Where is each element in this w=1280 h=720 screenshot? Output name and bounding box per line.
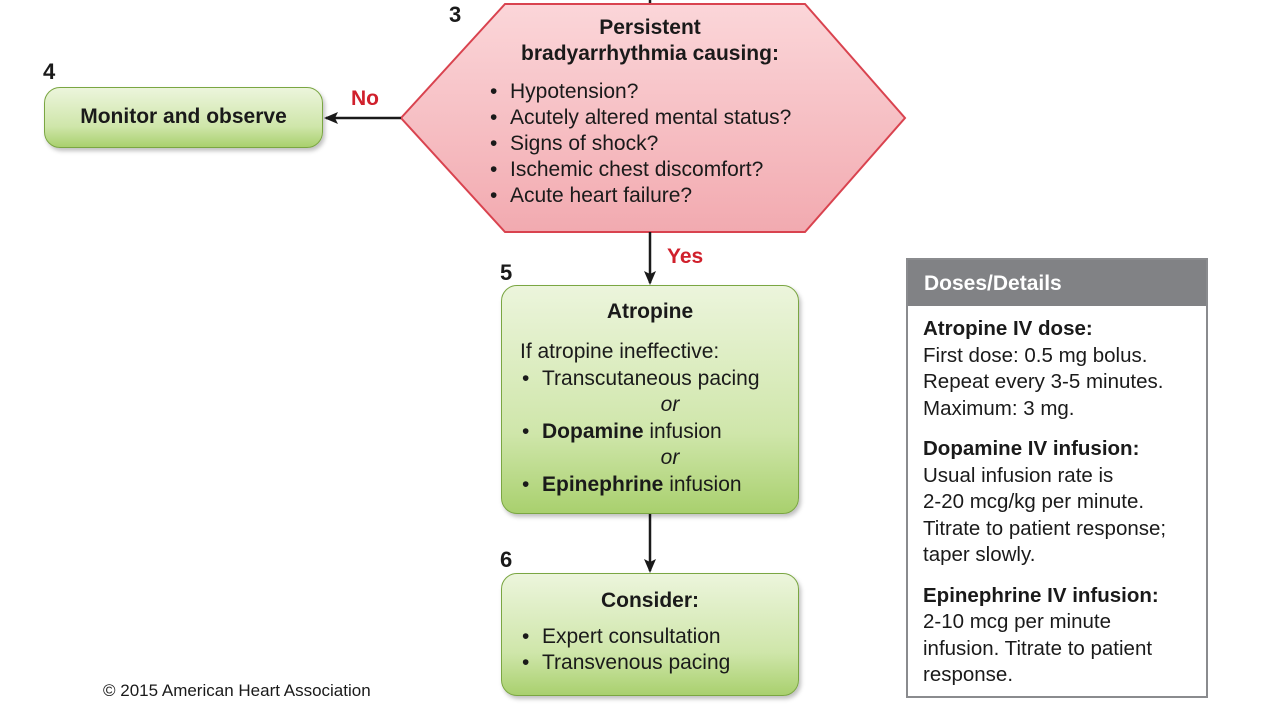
dose-line: Repeat every 3-5 minutes.: [923, 370, 1164, 393]
atropine-intro: If atropine ineffective:: [520, 340, 720, 363]
epinephrine-bold: Epinephrine: [542, 472, 664, 496]
decision-title: Persistent bradyarrhythmia causing:: [480, 15, 820, 67]
dose-line: response.: [923, 663, 1014, 686]
alternative-epinephrine: Epinephrine infusion: [520, 472, 798, 499]
consider-item: Expert consultation: [520, 624, 798, 650]
alternative-pacing: Transcutaneous pacing: [520, 366, 798, 393]
or-label: or: [660, 393, 680, 416]
criteria-item: Acutely altered mental status?: [488, 105, 791, 131]
monitor-observe-label: Monitor and observe: [80, 105, 287, 128]
step-number-5: 5: [500, 260, 513, 285]
doses-details-body: Atropine IV dose: First dose: 0.5 mg bol…: [908, 306, 1206, 689]
dose-section-title: Atropine IV dose:: [923, 317, 1093, 340]
epinephrine-dose-section: Epinephrine IV infusion: 2-10 mcg per mi…: [923, 583, 1192, 689]
dose-line: Titrate to patient response;: [923, 516, 1167, 540]
step-number-4: 4: [43, 59, 56, 84]
dose-line: Maximum: 3 mg.: [923, 396, 1075, 420]
atropine-alternatives-list: Transcutaneous pacing or Dopamine infusi…: [520, 366, 798, 499]
dose-line: First dose: 0.5 mg bolus.: [923, 343, 1148, 367]
criteria-item: Signs of shock?: [488, 131, 791, 157]
criteria-item: Hypotension?: [488, 79, 791, 105]
dose-section-title: Epinephrine IV infusion:: [923, 583, 1159, 607]
copyright-notice: © 2015 American Heart Association: [103, 681, 371, 700]
doses-details-panel: Doses/Details Atropine IV dose: First do…: [906, 258, 1208, 698]
criteria-item: Ischemic chest discomfort?: [488, 157, 791, 183]
alternative-dopamine: Dopamine infusion: [520, 419, 798, 446]
dose-line: 2-10 mcg per minute: [923, 610, 1112, 633]
dose-line: 2-20 mcg/kg per minute.: [923, 490, 1145, 513]
or-label: or: [660, 446, 680, 469]
dopamine-bold: Dopamine: [542, 419, 644, 443]
consider-item: Transvenous pacing: [520, 650, 798, 676]
atropine-content: If atropine ineffective: Transcutaneous …: [520, 339, 798, 498]
doses-details-header: Doses/Details: [908, 260, 1206, 306]
dose-line: taper slowly.: [923, 543, 1036, 566]
dose-section-title: Dopamine IV infusion:: [923, 437, 1140, 460]
step-number-6: 6: [500, 547, 513, 572]
yes-label: Yes: [667, 245, 704, 268]
monitor-observe-box: Monitor and observe: [44, 87, 323, 148]
consider-box: Consider: Expert consultation Transvenou…: [501, 573, 799, 696]
dopamine-rest: infusion: [643, 419, 722, 443]
decision-title-line1: Persistent: [599, 16, 701, 39]
epinephrine-rest: infusion: [663, 472, 742, 496]
atropine-dose-section: Atropine IV dose: First dose: 0.5 mg bol…: [923, 316, 1192, 422]
decision-title-line2: bradyarrhythmia causing:: [521, 42, 779, 65]
decision-criteria-list: Hypotension? Acutely altered mental stat…: [488, 79, 791, 209]
criteria-item: Acute heart failure?: [488, 183, 791, 209]
dose-line: infusion. Titrate to patient: [923, 636, 1153, 660]
no-label: No: [351, 87, 379, 110]
dopamine-dose-section: Dopamine IV infusion: Usual infusion rat…: [923, 436, 1192, 569]
dose-line: Usual infusion rate is: [923, 463, 1114, 487]
step-number-3: 3: [449, 2, 462, 27]
consider-list: Expert consultation Transvenous pacing: [520, 624, 798, 675]
consider-title: Consider:: [600, 589, 699, 612]
atropine-title: Atropine: [606, 300, 694, 323]
atropine-box: Atropine If atropine ineffective: Transc…: [501, 285, 799, 514]
